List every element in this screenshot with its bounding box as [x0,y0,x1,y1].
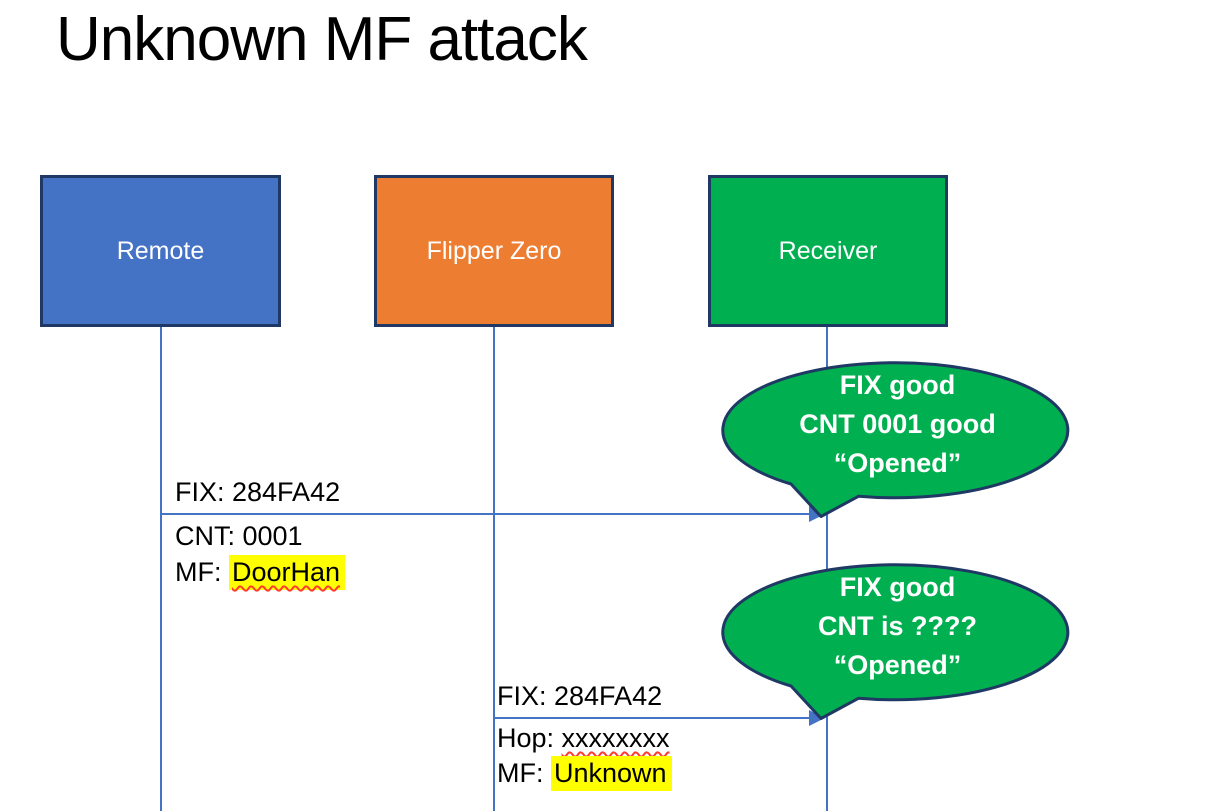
message1-mf-prefix: MF: [175,557,229,587]
actor-box-remote: Remote [40,175,281,327]
message2-hop: Hop: xxxxxxxx [497,722,670,754]
page-title: Unknown MF attack [56,5,588,74]
lifeline-flipper-zero [493,327,495,811]
actor-label-receiver: Receiver [778,236,878,265]
actor-box-receiver: Receiver [708,175,948,327]
message1-cnt: CNT: 0001 [175,521,303,551]
bubble-line: “Opened” [833,448,962,478]
arrow-flipper-to-receiver [494,717,811,719]
actor-label-flipper-zero: Flipper Zero [426,236,562,265]
actor-label-remote: Remote [116,236,205,265]
message2-fix: FIX: 284FA42 [497,681,663,711]
message1-mf: MF: DoorHan [175,555,346,590]
bubble-line: CNT 0001 good [799,409,996,439]
speech-bubble-2-text: FIX good CNT is ???? “Opened” [725,568,1070,685]
bubble-line: FIX good [839,370,956,400]
message1-mf-highlighted: DoorHan [229,555,346,590]
bubble-line: CNT is ???? [818,611,977,641]
message1-fix: FIX: 284FA42 [175,477,341,507]
message2-mf: MF: Unknown [497,756,672,791]
message2-mf-highlighted: Unknown [551,756,672,791]
speech-bubble-1 [721,361,1070,518]
message2-mf-prefix: MF: [497,758,551,788]
actor-box-flipper-zero: Flipper Zero [374,175,614,327]
message2-hop-prefix: Hop: [497,723,562,753]
arrow-remote-to-receiver [161,513,811,515]
bubble-line: “Opened” [833,650,962,680]
message2-hop-squiggle: xxxxxxxx [561,723,670,753]
speech-bubble-1-text: FIX good CNT 0001 good “Opened” [725,366,1070,483]
bubble-line: FIX good [839,572,956,602]
speech-bubble-2 [721,563,1070,720]
lifeline-remote [160,327,162,811]
